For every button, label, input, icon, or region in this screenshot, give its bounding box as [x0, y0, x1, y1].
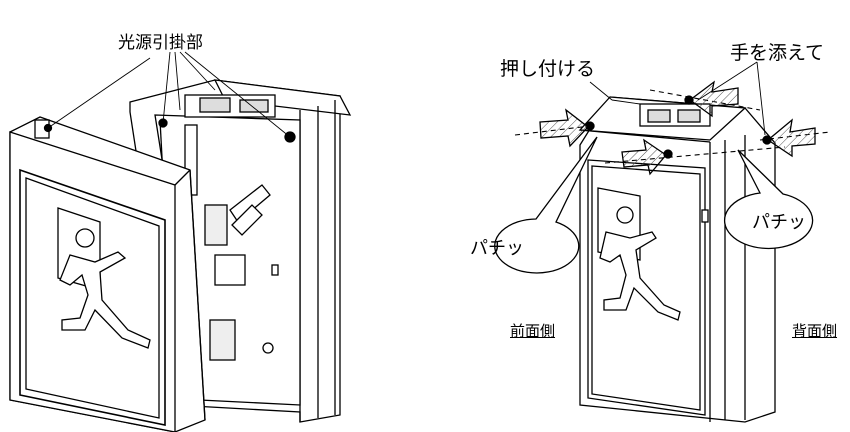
bubble-right-shape [723, 149, 814, 250]
bubble-left-shape [494, 136, 598, 274]
right-figure [494, 61, 831, 423]
push-arrow-left [539, 108, 589, 148]
bubble-right-text: パチッ [752, 212, 806, 233]
push-leader-lines [589, 81, 641, 105]
push-arrow-bottom [621, 138, 667, 176]
light-source-hook-label: 光源引掛部 [118, 33, 203, 53]
back-side-label: 背面側 [792, 322, 838, 340]
hold-leader-lines [697, 61, 766, 136]
left-figure [9, 51, 352, 432]
front-side-label: 前面側 [510, 322, 556, 340]
push-label: 押し付ける [500, 58, 596, 80]
running-man-left [57, 207, 151, 349]
hook-leader-lines [47, 51, 291, 138]
hold-label: 手を添えて [730, 42, 825, 64]
hold-arrow-right [766, 118, 816, 158]
running-man-right [597, 187, 681, 321]
front-panel [9, 116, 206, 432]
bubble-left-text: パチッ [470, 238, 524, 259]
